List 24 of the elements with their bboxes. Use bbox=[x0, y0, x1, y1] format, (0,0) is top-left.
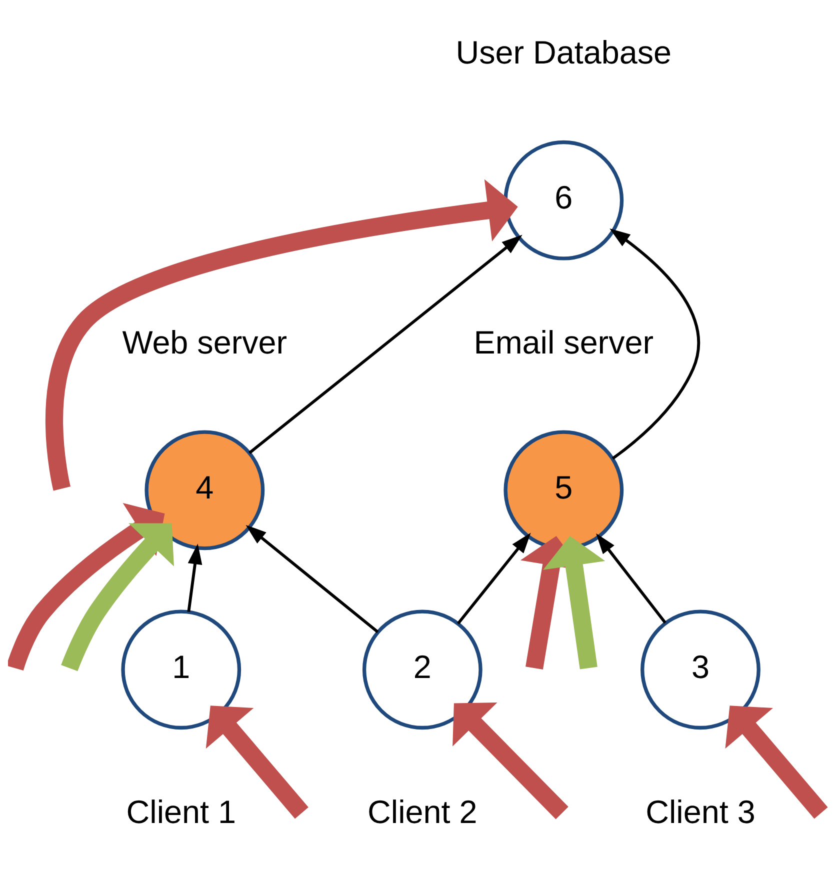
node-label: Client 3 bbox=[646, 794, 756, 830]
arrow bbox=[246, 524, 379, 634]
arrow bbox=[248, 234, 522, 454]
node-label: User Database bbox=[456, 34, 672, 71]
node-label: Client 1 bbox=[126, 794, 236, 830]
arrow bbox=[61, 523, 174, 672]
node-label: Email server bbox=[474, 324, 654, 360]
arrow bbox=[45, 179, 518, 490]
node-circle: 4 bbox=[144, 430, 265, 550]
node-circle: 6 bbox=[504, 140, 624, 260]
arrow bbox=[725, 706, 828, 819]
node-circle: 2 bbox=[362, 610, 482, 730]
arrow bbox=[596, 533, 666, 624]
node-circle: 1 bbox=[121, 610, 242, 730]
arrow bbox=[610, 228, 700, 460]
arrow bbox=[456, 532, 531, 625]
arrow bbox=[452, 702, 568, 820]
node-circle: 3 bbox=[640, 610, 760, 730]
arrow bbox=[8, 502, 165, 671]
node-label: Client 2 bbox=[368, 794, 478, 830]
arrow bbox=[206, 706, 308, 819]
node-label: Web server bbox=[122, 324, 288, 360]
arrow bbox=[543, 536, 606, 670]
arrow bbox=[187, 544, 202, 612]
